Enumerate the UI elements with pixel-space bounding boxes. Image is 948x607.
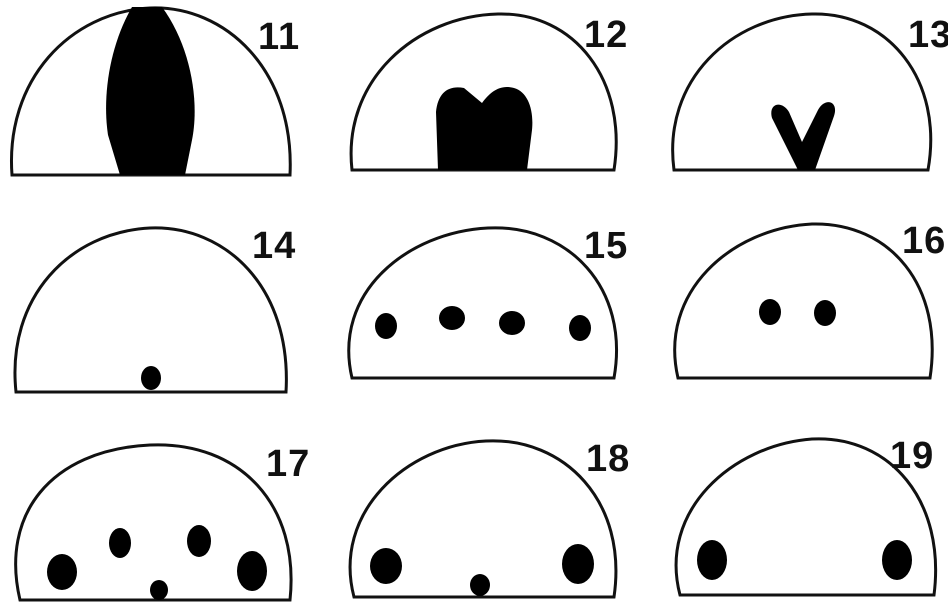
spot: [569, 315, 591, 341]
spot: [697, 540, 727, 580]
spot: [439, 306, 465, 330]
dome-outline: [349, 228, 617, 378]
panel-label: 14: [252, 227, 296, 265]
panel-label: 13: [908, 16, 948, 54]
panel-16-drawing: [632, 202, 948, 404]
panel-12: 12: [316, 0, 632, 202]
panel-label: 17: [266, 445, 310, 483]
panel-16: 16: [632, 202, 948, 404]
spot: [814, 300, 836, 326]
panel-13-drawing: [632, 0, 948, 202]
spot: [759, 299, 781, 325]
panel-label: 11: [258, 18, 300, 56]
spot: [470, 574, 490, 596]
panel-15: 15: [316, 202, 632, 404]
panel-14: 14: [0, 202, 316, 404]
panel-17: 17: [0, 405, 316, 607]
panel-label: 12: [584, 16, 628, 54]
panel-18: 18: [316, 405, 632, 607]
panel-19: 19: [632, 405, 948, 607]
spot: [187, 525, 211, 557]
spot: [375, 313, 397, 339]
dome-outline: [675, 224, 933, 378]
panel-label: 15: [584, 227, 628, 265]
spot: [141, 366, 161, 390]
spot: [150, 580, 168, 600]
spot: [370, 548, 402, 584]
panel-11: 11: [0, 0, 316, 202]
spot: [109, 528, 131, 558]
spot: [237, 551, 267, 591]
panel-13: 13: [632, 0, 948, 202]
panel-17-drawing: [0, 405, 316, 607]
panel-18-drawing: [316, 405, 632, 607]
spot: [47, 554, 77, 590]
spot: [882, 540, 912, 580]
panel-label: 16: [902, 222, 946, 260]
spot: [499, 311, 525, 335]
panel-label: 19: [890, 437, 934, 475]
spot: [562, 544, 594, 584]
panel-label: 18: [586, 440, 630, 478]
